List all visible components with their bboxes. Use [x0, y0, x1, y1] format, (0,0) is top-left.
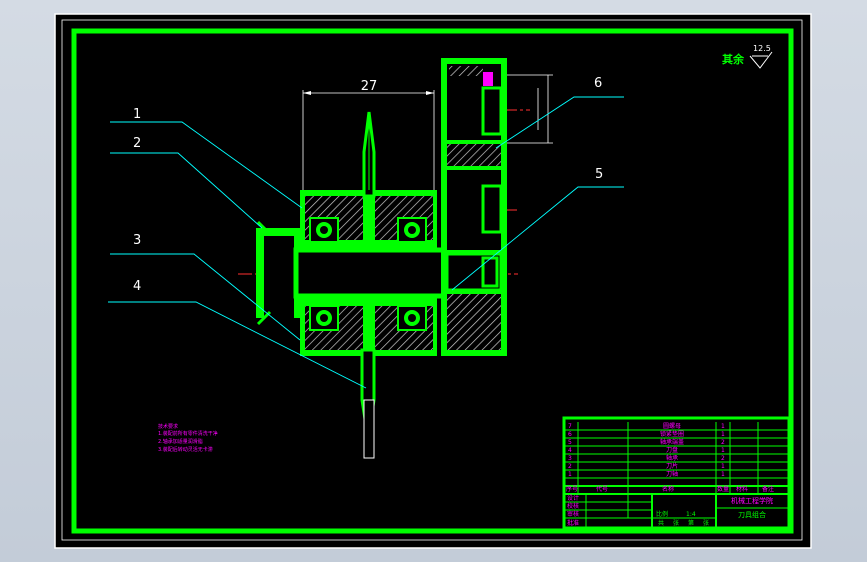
- tech-note-2: 2.轴承加适量润滑脂: [158, 438, 203, 445]
- leader-2: [110, 152, 263, 229]
- part-label-4: 4: [133, 279, 141, 294]
- parts-row-name-2: 锁紧垫圈: [660, 430, 684, 438]
- title-row-review: 审核: [567, 510, 579, 518]
- parts-row-no-3: 5: [568, 439, 572, 446]
- title-row-check: 校核: [567, 502, 579, 510]
- parts-row-qty-1: 1: [721, 423, 725, 430]
- part-label-2: 2: [133, 136, 141, 151]
- parts-list-grid: [564, 422, 789, 495]
- header-no: 序号: [566, 485, 578, 493]
- parts-row-qty-3: 2: [721, 439, 725, 446]
- disc-hatch-3: [449, 66, 483, 76]
- drawing-frame: [71, 28, 794, 534]
- school-name: 机械工程学院: [731, 496, 773, 505]
- disc-inner-1: [481, 86, 503, 136]
- part-labels: 1 2 3 4 5 6: [133, 76, 603, 294]
- parts-row-qty-2: 1: [721, 431, 725, 438]
- title-row-design: 设计: [567, 494, 579, 502]
- dimension-27: 27: [302, 79, 435, 190]
- leader-1: [110, 121, 303, 209]
- shaft: [293, 247, 447, 299]
- parts-row-name-3: 轴承端盖: [660, 438, 684, 446]
- sheet-label-4: 张: [703, 519, 709, 527]
- surface-roughness-note: 其余 12.5: [722, 44, 773, 69]
- header-name: 名称: [662, 485, 674, 493]
- drawing-title: 刀具组合: [738, 510, 766, 519]
- title-block: 7 6 5 4 3 2 1 圆螺母 锁紧垫圈 轴承端盖 刀盘 轴承 刀片 刀轴 …: [562, 416, 791, 530]
- header-remark: 备注: [762, 485, 774, 493]
- parts-row-qty-6: 1: [721, 463, 725, 470]
- leader-lines: [108, 96, 624, 389]
- title-row-approve: 批准: [567, 519, 579, 527]
- parts-row-name-6: 刀片: [666, 462, 678, 470]
- part-label-1: 1: [133, 107, 141, 122]
- parts-row-name-4: 刀盘: [666, 446, 678, 454]
- inner-paper-border: [61, 19, 803, 541]
- leader-4: [108, 301, 367, 389]
- parts-row-no-6: 2: [568, 463, 572, 470]
- tech-note-title: 技术要求: [158, 423, 178, 430]
- parts-row-name-7: 刀轴: [666, 470, 678, 478]
- leader-5: [451, 186, 624, 291]
- dimension-disc-slot: [507, 74, 553, 144]
- technical-notes: 技术要求 1.装配前所有零件清洗干净 2.轴承加适量润滑脂 3.装配后转动灵活无…: [158, 423, 218, 453]
- parts-row-no-4: 4: [568, 447, 572, 454]
- header-code: 代号: [596, 485, 608, 493]
- parts-row-no-5: 3: [568, 455, 572, 462]
- parts-list-text: 7 6 5 4 3 2 1 圆螺母 锁紧垫圈 轴承端盖 刀盘 轴承 刀片 刀轴 …: [566, 422, 774, 493]
- part-label-6: 6: [594, 76, 602, 91]
- leader-3: [110, 253, 301, 341]
- roughness-prefix: 其余: [722, 52, 745, 66]
- part-label-3: 3: [133, 233, 141, 248]
- blade-lower-tail: [363, 399, 375, 459]
- roughness-value: 12.5: [753, 44, 771, 53]
- header-qty: 数量: [717, 485, 729, 493]
- part-label-5: 5: [595, 167, 603, 182]
- tech-note-3: 3.装配后转动灵活无卡滞: [158, 446, 213, 453]
- dimension-27-text: 27: [361, 79, 378, 94]
- scale-value: 1:4: [686, 511, 696, 518]
- bearings: [309, 217, 427, 331]
- scale-label: 比例: [656, 510, 668, 518]
- parts-row-qty-5: 2: [721, 455, 725, 462]
- disc-hub-key: [481, 256, 499, 288]
- leader-6: [495, 96, 624, 149]
- disc-slot-top: [483, 72, 493, 86]
- assembly-view: 27 1 2 3 4 5 6: [108, 58, 624, 459]
- title-grid: [564, 494, 789, 528]
- title-info: 比例 1:4 共 张 第 张: [656, 510, 709, 527]
- round-nut-core: [264, 236, 294, 318]
- parts-row-qty-7: 1: [721, 471, 725, 478]
- title-text: 设计 校核 审核 批准: [567, 494, 579, 527]
- tech-note-1: 1.装配前所有零件清洗干净: [158, 430, 218, 437]
- sheet-label-3: 第: [688, 519, 694, 527]
- sheet-label-1: 共: [658, 519, 664, 527]
- parts-row-no-2: 6: [568, 431, 572, 438]
- parts-row-name-1: 圆螺母: [663, 422, 681, 430]
- header-material: 材料: [736, 485, 748, 493]
- parts-row-no-7: 1: [568, 471, 572, 478]
- disc-hatch-2: [447, 294, 501, 350]
- disc-hatch-1: [447, 144, 501, 166]
- sheet-label-2: 张: [673, 519, 679, 527]
- parts-row-no-1: 7: [568, 423, 572, 430]
- roughness-symbol-icon: [749, 51, 773, 69]
- parts-row-name-5: 轴承: [666, 454, 678, 462]
- nut-chamfer: [256, 220, 272, 236]
- parts-row-qty-4: 1: [721, 447, 725, 454]
- disc-inner-2: [481, 184, 503, 234]
